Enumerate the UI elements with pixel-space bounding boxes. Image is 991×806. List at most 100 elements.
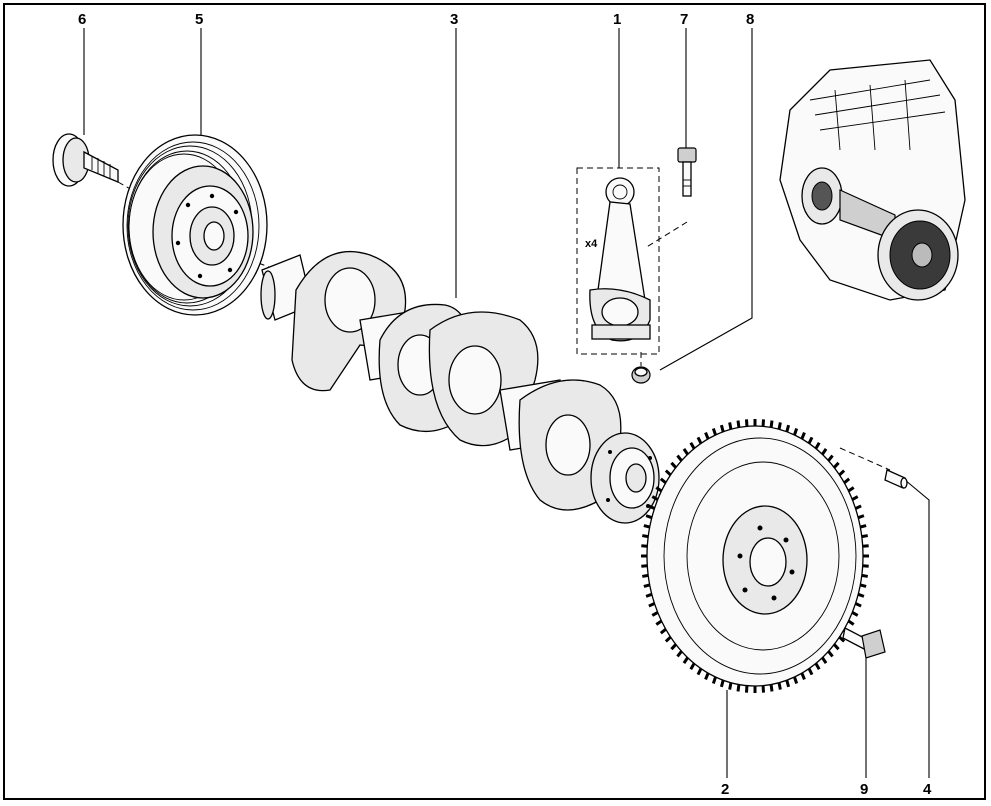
ring-gear-tooth [859, 583, 867, 588]
connecting-rod-group-box [576, 167, 660, 355]
ring-gear-tooth [793, 427, 799, 436]
ring-gear-tooth [769, 420, 774, 428]
ring-gear-tooth [643, 583, 651, 588]
ring-gear-tooth [682, 656, 689, 664]
ring-gear-tooth [785, 679, 791, 688]
callout-3: 3 [450, 11, 458, 28]
ring-gear-tooth [807, 436, 814, 445]
leader-8 [659, 28, 753, 371]
ring-gear-tooth [689, 662, 696, 670]
ring-gear-tooth [793, 676, 799, 685]
ring-gear-tooth [847, 486, 855, 493]
ring-gear-tooth [648, 602, 656, 608]
ring-gear-tooth [648, 504, 656, 510]
connecting-rod-1: x4 [576, 167, 660, 355]
ring-gear-tooth [777, 422, 782, 430]
callout-8: 8 [746, 11, 754, 28]
ring-gear-tooth [800, 672, 806, 681]
ring-gear-tooth [859, 524, 867, 529]
ring-gear-tooth [814, 442, 821, 450]
callout-5: 5 [195, 11, 203, 28]
ring-gear-tooth [655, 486, 663, 493]
ring-gear-tooth [641, 564, 648, 568]
ring-gear-tooth [659, 628, 667, 635]
dowel-pin-4 [884, 469, 908, 489]
ring-gear-tooth [642, 573, 649, 578]
ring-gear-tooth [807, 667, 814, 676]
ring-gear-tooth [838, 635, 846, 643]
ring-gear-tooth [711, 427, 717, 436]
conrod-bolt-7 [677, 147, 697, 197]
ring-gear-tooth [821, 656, 828, 664]
callout-1: 1 [613, 11, 621, 28]
callout-7: 7 [680, 11, 688, 28]
ring-gear-tooth [857, 592, 865, 598]
ring-gear-tooth [728, 422, 733, 430]
ring-gear-tooth [676, 454, 683, 462]
ring-gear-tooth [736, 684, 741, 692]
ring-gear-tooth [719, 679, 725, 688]
crankshaft-3 [260, 250, 660, 524]
ring-gear-tooth [847, 619, 855, 626]
flywheel-bolt-9 [842, 627, 886, 659]
ring-gear-tooth [689, 442, 696, 450]
ring-gear-tooth [645, 514, 653, 520]
ring-gear-tooth [854, 602, 862, 608]
ring-gear-tooth [664, 635, 672, 643]
ring-gear-tooth [696, 667, 703, 676]
pulley-bolt-6 [52, 133, 119, 187]
callout-6: 6 [78, 11, 86, 28]
ring-gear-tooth [821, 448, 828, 456]
ring-gear-tooth [655, 619, 663, 626]
ring-gear-tooth [785, 424, 791, 433]
ring-gear-tooth [833, 461, 840, 469]
ring-gear-tooth [777, 682, 782, 690]
ring-gear-tooth [833, 643, 840, 651]
ring-gear-tooth [857, 514, 865, 520]
callout-2: 2 [721, 781, 729, 798]
ring-gear-tooth [827, 650, 834, 658]
ring-gear-tooth [664, 469, 672, 477]
flywheel-2 [641, 419, 869, 693]
ring-gear-tooth [854, 504, 862, 510]
ring-gear-tooth [645, 592, 653, 598]
ring-gear-tooth [651, 611, 659, 617]
callout-9: 9 [860, 781, 868, 798]
ring-gear-tooth [769, 684, 774, 692]
ring-gear-tooth [719, 424, 725, 433]
callout-4: 4 [923, 781, 932, 798]
conrod-nut-8 [631, 366, 651, 384]
ring-gear-tooth [676, 650, 683, 658]
ring-gear-tooth [814, 662, 821, 670]
ring-gear-tooth [643, 524, 651, 529]
ring-gear-tooth [711, 676, 717, 685]
ring-gear-tooth [670, 643, 677, 651]
ring-gear-tooth [642, 534, 649, 539]
ring-gear-tooth [800, 431, 806, 440]
ring-gear-tooth [851, 495, 859, 501]
ring-gear-tooth [651, 495, 659, 501]
ring-gear-tooth [827, 454, 834, 462]
ring-gear-tooth [862, 544, 869, 548]
ring-gear-tooth [861, 534, 868, 539]
callout-numbers: 6 5 3 1 7 8 2 9 4 [78, 11, 932, 798]
ring-gear-tooth [670, 461, 677, 469]
ring-gear-tooth [728, 682, 733, 690]
ring-gear-tooth [704, 431, 710, 440]
ring-gear-tooth [736, 420, 741, 428]
ring-gear-tooth [682, 448, 689, 456]
ring-gear-tooth [641, 544, 648, 548]
ring-gear-tooth [843, 477, 851, 484]
ring-gear-tooth [838, 469, 846, 477]
ring-gear-tooth [861, 573, 868, 578]
ring-gear-tooth [659, 477, 667, 484]
ring-gear-tooth [862, 564, 869, 568]
ring-gear-tooth [851, 611, 859, 617]
engine-assembly-inset [779, 59, 966, 301]
crankshaft-pulley-5 [122, 134, 268, 316]
quantity-label: x4 [585, 238, 598, 250]
ring-gear-tooth [696, 436, 703, 445]
leader-4 [904, 479, 930, 778]
ring-gear-tooth [704, 672, 710, 681]
